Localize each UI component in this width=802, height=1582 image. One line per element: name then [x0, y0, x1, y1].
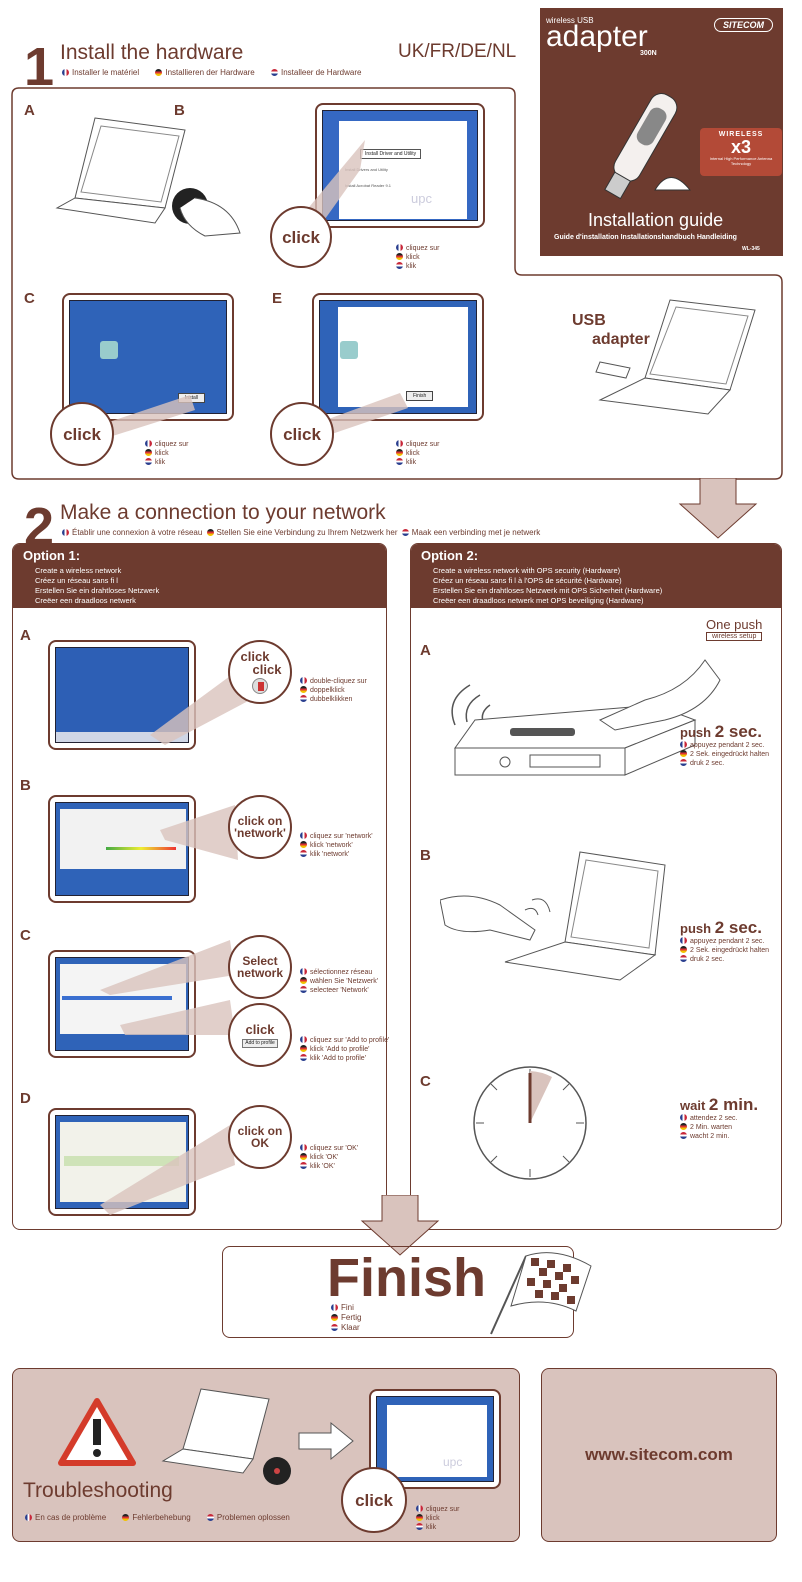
upc-logo: upc [443, 1455, 463, 1469]
usb-label: USB [572, 312, 606, 329]
click-translations: cliquez sur klick klik [396, 244, 439, 271]
flag-fr-icon [62, 69, 69, 76]
down-arrow-icon [678, 478, 758, 539]
website-link[interactable]: www.sitecom.com [585, 1445, 733, 1464]
step1-panel [11, 87, 783, 480]
option2-label-a: A [420, 642, 431, 659]
website-panel: www.sitecom.com [541, 1368, 777, 1542]
step1-label-a: A [24, 102, 35, 119]
option2-title: Option 2: [421, 548, 479, 563]
step1-subtitles: Installer le matériel Installieren der H… [62, 68, 375, 77]
down-arrow-icon [360, 1195, 440, 1256]
double-click-callout: click click [228, 640, 292, 704]
click-translations: cliquez sur 'network' klick 'network' kl… [300, 832, 373, 859]
push-2sec-label: push 2 sec. [680, 918, 762, 937]
cover-panel: wireless USB adapter 300N SITECOM WIRELE… [540, 8, 783, 256]
laptop-cd-illustration [55, 117, 241, 237]
click-translations: double-cliquez sur doppelklick dubbelkli… [300, 677, 367, 704]
click-translations: cliquez sur klick klik [416, 1505, 459, 1532]
zoom-wedge [150, 665, 250, 745]
click-ok-callout: click on OK [228, 1105, 292, 1169]
click-callout: click [270, 402, 334, 466]
select-translations: sélectionnez réseau wählen Sie 'Netzwerk… [300, 968, 378, 995]
option1-label-b: B [20, 777, 31, 794]
cover-wireless-usb: wireless USB [546, 16, 594, 25]
laptop-usb-illustration [595, 299, 756, 415]
option1-label-a: A [20, 627, 31, 644]
step1-label-b: B [174, 102, 185, 119]
option1-label-d: D [20, 1090, 31, 1107]
troubleshooting-panel: Troubleshooting En cas de problème Fehle… [12, 1368, 520, 1542]
click-callout: click [50, 402, 114, 466]
brand-logo: SITECOM [714, 18, 774, 32]
menu-item-2: Install Drivers and Utility [345, 167, 388, 172]
stopwatch-icon [473, 1066, 587, 1180]
finish-title: Finish [327, 1248, 486, 1308]
push-2sec-label: push 2 sec. [680, 722, 762, 741]
click-translations: cliquez sur klick klik [145, 440, 188, 467]
step1-number: 1 [24, 37, 55, 97]
wireless-x3-badge: WIRELESS x3 Internal High Performance An… [700, 128, 782, 176]
zoom-wedge [160, 805, 238, 860]
laptop-cd-illustration [161, 1388, 291, 1485]
flag-de-icon [155, 69, 163, 76]
one-push-logo: One push wireless setup [706, 617, 763, 641]
option1-label-c: C [20, 927, 31, 944]
push-translations: appuyez pendant 2 sec. 2 Sek. eingedrück… [680, 741, 769, 768]
option1-lines: Create a wireless network Créez un résea… [35, 566, 160, 605]
model-number: WL-345 [742, 246, 760, 252]
language-codes: UK/FR/DE/NL [398, 41, 517, 62]
click-callout: click [270, 206, 332, 268]
option2-panel: Option 2: Create a wireless network with… [410, 543, 782, 1230]
troubleshooting-title: Troubleshooting [23, 1479, 173, 1502]
finish-translations: Fini Fertig Klaar [331, 1303, 361, 1333]
click-translations: cliquez sur klick klik [396, 440, 439, 467]
finish-box: Finish Fini Fertig Klaar [222, 1246, 574, 1338]
click-callout: click [341, 1467, 407, 1533]
flag-nl-icon [270, 69, 278, 76]
tray-icon [252, 678, 268, 694]
option1-b-screen [48, 795, 196, 903]
click-translations: cliquez sur 'Add to profile' klick 'Add … [300, 1036, 389, 1063]
wait-2min-label: wait 2 min. [680, 1095, 759, 1114]
option2-lines: Create a wireless network with OPS secur… [433, 566, 663, 605]
guide-title: Installation guide [588, 210, 724, 230]
option2-label-c: C [420, 1073, 431, 1090]
usb-stick-image [604, 93, 692, 200]
cover-adapter: adapter [546, 20, 648, 53]
click-add-profile-callout: click Add to profile [228, 1003, 292, 1067]
checkered-flag-icon [490, 1252, 592, 1335]
menu-item-3: Install Acrobat Reader 9.1 [345, 183, 392, 188]
router-push-illustration [451, 659, 721, 776]
adapter-label: adapter [592, 331, 650, 348]
push-translations: appuyez pendant 2 sec. 2 Sek. eingedrück… [680, 937, 769, 964]
step1-c-screen: Install [62, 293, 234, 421]
add-to-profile-button[interactable]: Add to profile [242, 1038, 278, 1048]
zoom-wedge [100, 1125, 235, 1215]
laptop-push-illustration [440, 851, 666, 981]
step1-title: Install the hardware [60, 41, 244, 64]
option2-label-b: B [420, 847, 431, 864]
zoom-wedge [100, 940, 235, 1035]
select-network-callout: Select network [228, 935, 292, 999]
warning-icon [58, 1398, 136, 1466]
right-arrow-icon [298, 1421, 354, 1461]
cover-speed: 300N [640, 50, 657, 57]
wait-translations: attendez 2 sec. 2 Min. warten wacht 2 mi… [680, 1114, 737, 1141]
step2-subtitles: Établir une connexion à votre réseau Ste… [62, 528, 554, 537]
troubleshooting-subtitles: En cas de problème Fehlerbehebung Proble… [25, 1513, 304, 1522]
click-translations: cliquez sur 'OK' klick 'OK' klik 'OK' [300, 1144, 358, 1171]
finish-button[interactable]: Finish [406, 391, 434, 401]
option1-title: Option 1: [23, 548, 81, 563]
option1-panel: Option 1: Create a wireless network Crée… [12, 543, 387, 1230]
upc-logo: upc [411, 191, 432, 206]
step1-e-screen: Finish [312, 293, 484, 421]
step1-b-screen: Install Driver and Utility Install Drive… [315, 103, 485, 228]
step2-title: Make a connection to your network [60, 501, 386, 524]
guide-languages: Guide d'installation Installationshandbu… [554, 234, 737, 241]
step1-label-e: E [272, 290, 283, 307]
step1-label-c: C [24, 290, 35, 307]
click-network-callout: click on 'network' [228, 795, 292, 859]
